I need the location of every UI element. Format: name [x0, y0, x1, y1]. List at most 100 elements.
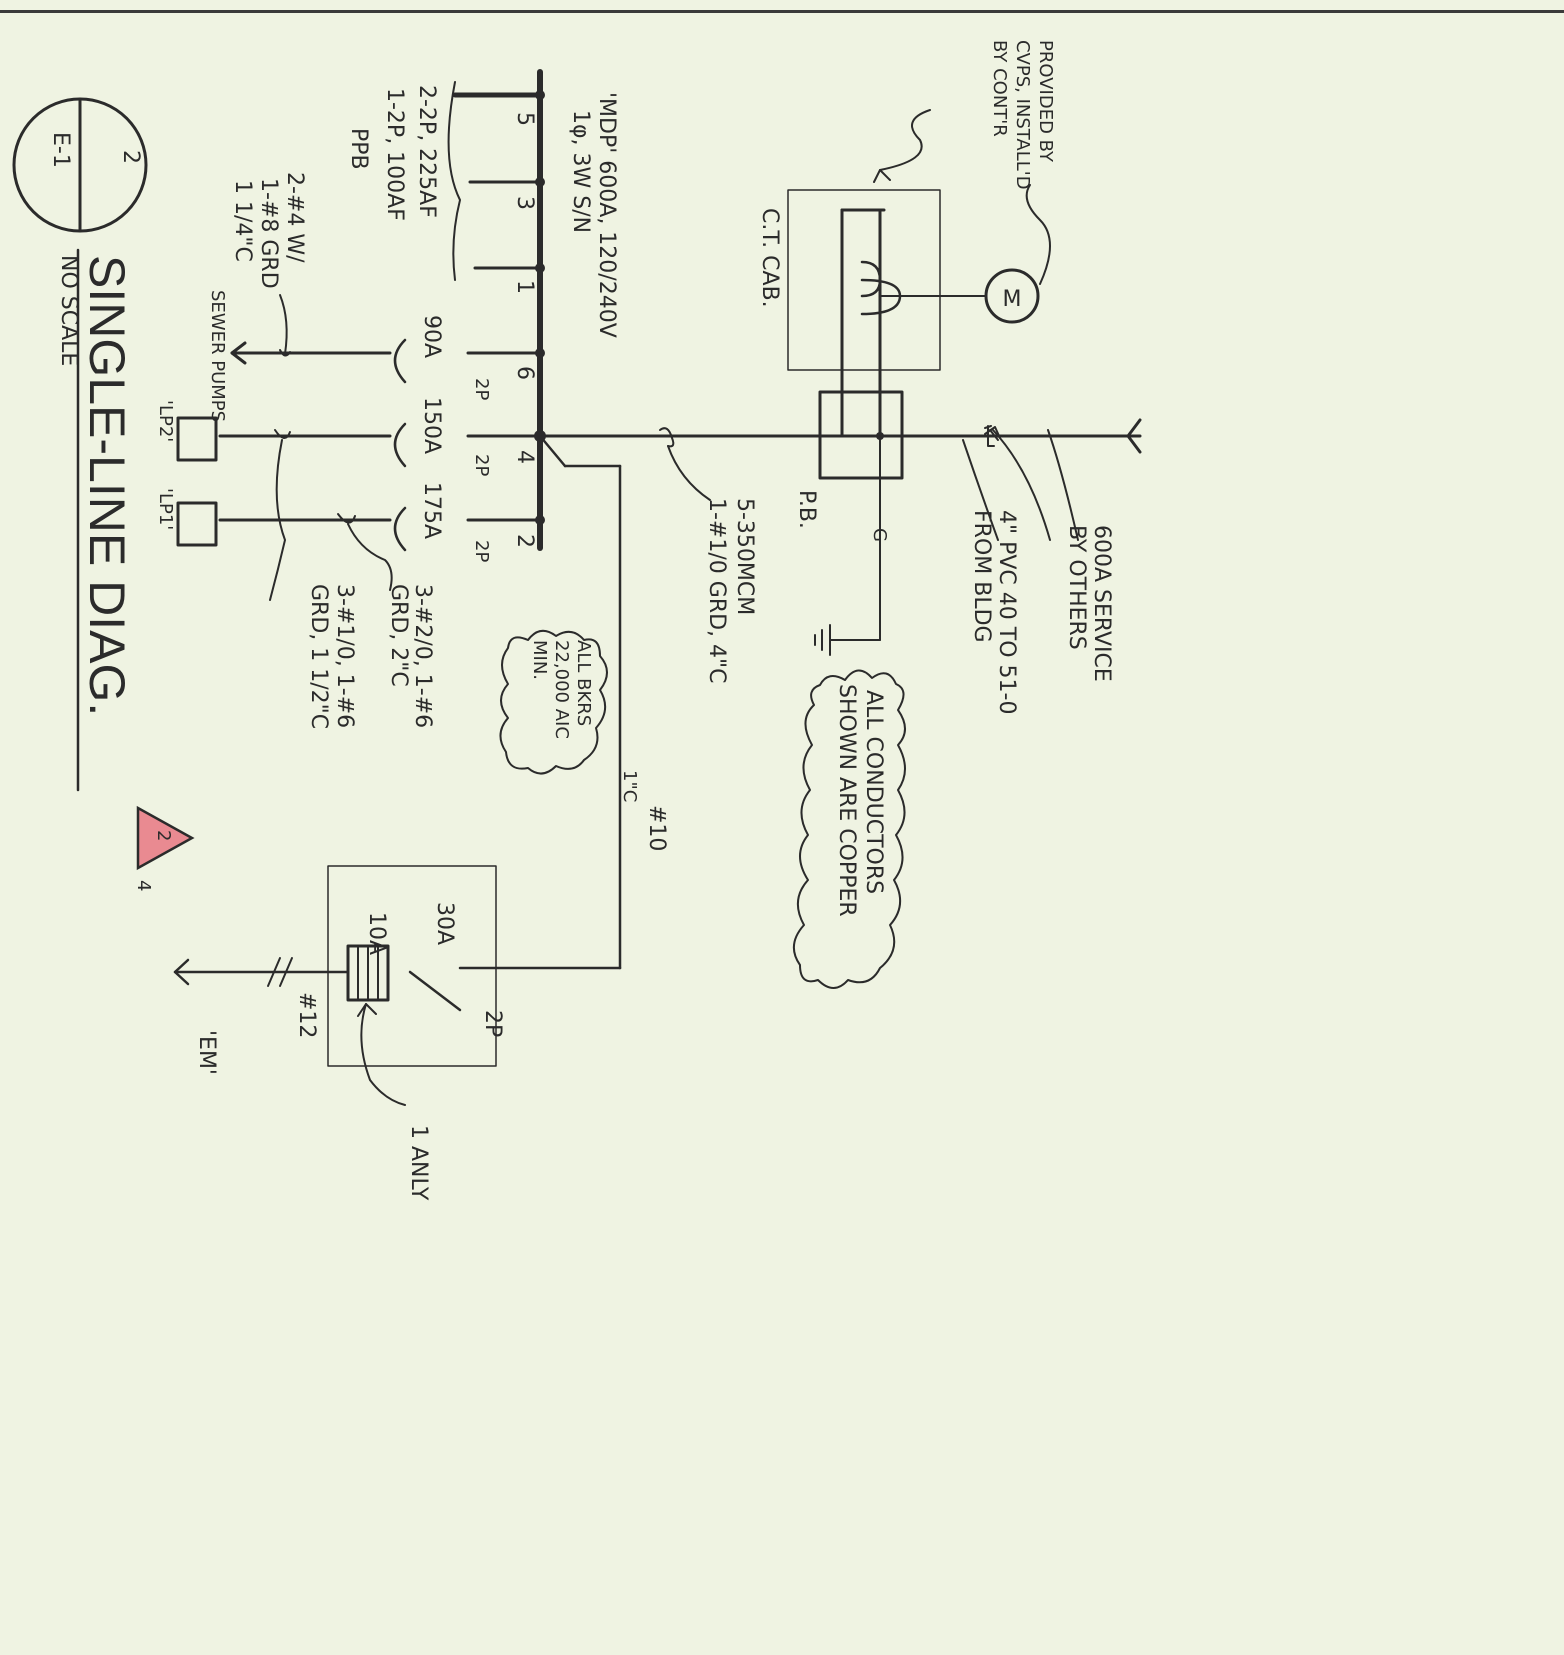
conduit-label-2: FROM BLDG — [969, 510, 994, 643]
pull-box-rect — [818, 390, 904, 480]
aic-note-1: ALL BKRS — [573, 640, 594, 726]
sewer-wire-1: 2-#4 W/ — [282, 172, 307, 263]
meter-symbol: M — [1003, 287, 1022, 312]
breaker-175a-label: 175A — [419, 482, 444, 539]
sheet-border-top — [0, 0, 1564, 13]
fuse-leader — [360, 1003, 406, 1106]
em-label: 'EM' — [194, 1030, 219, 1075]
diagram-title: SINGLE-LINE DIAG. — [79, 255, 135, 716]
service-label-2: BY OTHERS — [1064, 525, 1089, 650]
meter-note-3: BY CONT'R — [989, 40, 1010, 137]
lp2-wire-1: 3-#1/0, 1-#6 — [332, 584, 357, 728]
breaker-150a-arc — [393, 422, 407, 468]
conduit-bracket — [987, 425, 995, 447]
em-feed-conduit: 1"C — [619, 770, 640, 802]
ground-tag: G — [869, 528, 890, 542]
circuit-3-number: 3 — [512, 196, 537, 210]
breaker-90a-arc — [393, 338, 407, 384]
meter-note-2: CVPS, INSTALL'D — [1012, 40, 1033, 190]
ct-cabinet-box — [787, 189, 941, 371]
mdp-panel — [447, 69, 546, 551]
service-entrance — [538, 418, 1142, 541]
breaker-150a-poles: 2P — [471, 454, 492, 476]
feeder-leader — [667, 445, 711, 501]
lp2-feeder — [176, 416, 392, 601]
conductors-note-2: SHOWN ARE COPPER — [834, 684, 859, 917]
feeder-tick — [659, 427, 675, 448]
circuit-4-number: 4 — [512, 450, 537, 464]
lp1-label: 'LP1' — [155, 488, 176, 530]
conductors-note-1: ALL CONDUCTORS — [861, 690, 886, 894]
em-tap — [538, 434, 567, 468]
em-poles: 2P — [480, 1010, 505, 1037]
title-block: 2 E-1 SINGLE-LINE DIAG. NO SCALE 2 4 — [12, 97, 195, 891]
pull-box — [814, 390, 904, 656]
lp1-panel-box — [176, 501, 218, 547]
circuit-1-number: 1 — [512, 280, 537, 294]
revision-number: 2 — [153, 830, 174, 841]
aic-note-2: 22,000 AIC — [551, 640, 572, 739]
spares-label-2: 1-2P, 100AF — [382, 88, 407, 221]
scale-note: NO SCALE — [56, 255, 81, 366]
em-arrow — [173, 958, 190, 986]
lp1-wire-2: GRD, 2"C — [386, 584, 411, 687]
sewer-leader — [279, 294, 288, 355]
meter-circle — [984, 268, 1040, 324]
sewer-pumps-feeder — [230, 294, 392, 365]
lp1-wire-1: 3-#2/0, 1-#6 — [410, 584, 435, 728]
service-arrow — [1126, 418, 1142, 454]
em-branch-wire: #12 — [294, 992, 319, 1038]
mdp-label-2: 1φ, 3W S/N — [568, 110, 593, 233]
ct-cabinet: M — [787, 109, 1051, 438]
breaker-175a-poles: 2P — [471, 540, 492, 562]
circuit-5-number: 5 — [512, 112, 537, 126]
detail-number: 2 — [118, 150, 143, 164]
circuit-6-number: 6 — [512, 366, 537, 380]
lp1-feeder — [176, 501, 393, 591]
spares-label-3: PPB — [346, 128, 371, 170]
em-disconnect-box — [327, 865, 497, 1067]
sheet-number: E-1 — [48, 132, 73, 168]
ct-note-leader — [879, 109, 931, 171]
ct-cabinet-label: C.T. CAB. — [757, 208, 782, 308]
mdp-label-1: 'MDP' 600A, 120/240V — [594, 92, 619, 338]
service-leader — [992, 429, 1051, 541]
breaker-175a-arc — [393, 506, 407, 552]
feeder-label-1: 5-350MCM — [732, 498, 757, 615]
em-hash-marks — [267, 957, 293, 987]
revision-side-number: 4 — [133, 880, 154, 891]
em-feed-wire: #10 — [644, 805, 669, 851]
lp2-leader — [269, 439, 286, 601]
conductors-note-cloud — [793, 669, 906, 989]
aic-note-cloud — [499, 629, 608, 775]
spares-brace — [447, 81, 461, 281]
fuse-note: 1 ANLY — [406, 1125, 431, 1201]
sewer-wire-3: 1 1/4"C — [230, 180, 255, 262]
sewer-pumps-label: SEWER PUMPS — [207, 290, 228, 422]
aic-note-3: MIN. — [529, 640, 550, 680]
lp1-leader — [347, 523, 393, 591]
meter-note-leader — [1025, 184, 1051, 285]
meter-note-1: PROVIDED BY — [1035, 40, 1056, 163]
em-switch-rating: 30A — [432, 902, 457, 945]
spares-label-1: 2-2P, 225AF — [414, 85, 439, 218]
conduit-label-1: 4" PVC 40 TO 51-0 — [994, 510, 1019, 714]
pull-box-label: P.B. — [794, 490, 819, 529]
feeder-label-2: 1-#1/0 GRD, 4"C — [704, 498, 729, 684]
breaker-90a-label: 90A — [419, 315, 444, 358]
sewer-arrow — [230, 341, 247, 365]
lp2-label: 'LP2' — [155, 400, 176, 442]
sewer-wire-2: 1-#8 GRD — [256, 178, 281, 289]
breaker-90a-poles: 2P — [471, 378, 492, 400]
em-fuse-rating: 10A — [364, 912, 389, 955]
circuit-2-number: 2 — [512, 534, 537, 548]
conduit-leader — [962, 439, 999, 541]
breaker-150a-label: 150A — [419, 397, 444, 454]
revision-triangle — [136, 805, 195, 871]
em-feeder — [173, 434, 622, 1106]
service-label-1: 600A SERVICE — [1089, 525, 1114, 682]
em-switch-blade — [408, 970, 462, 1012]
lp2-panel-box — [176, 416, 218, 462]
